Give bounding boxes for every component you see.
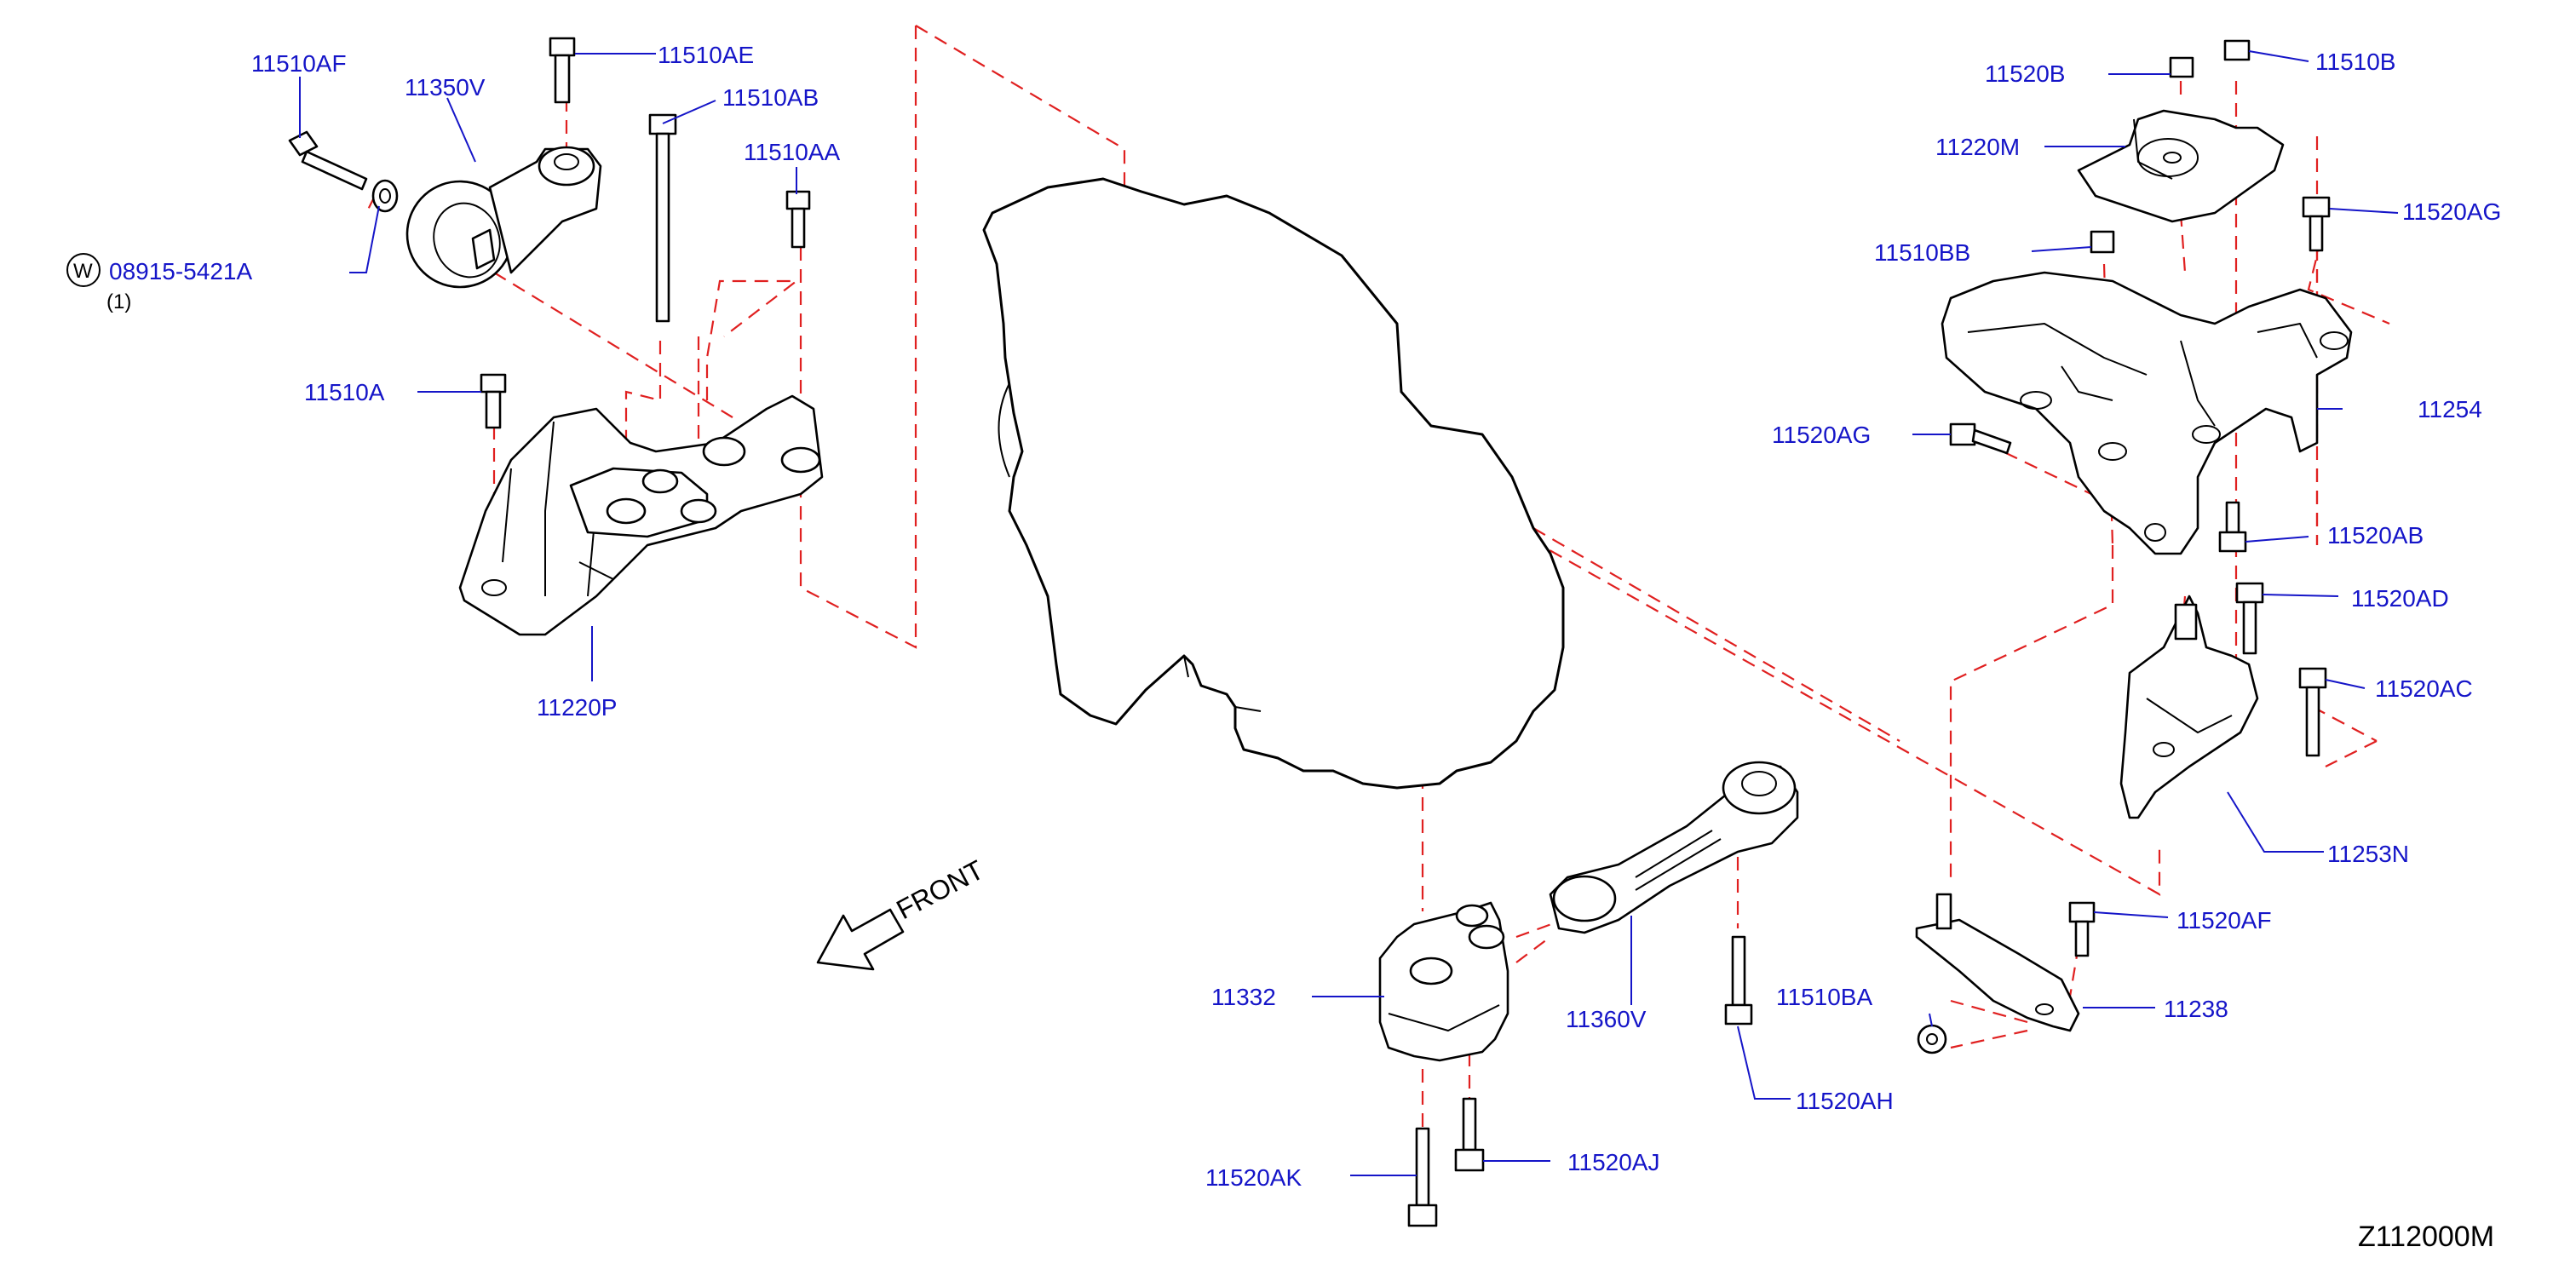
label-11332[interactable]: 11332 [1211,984,1276,1010]
part-11220m-insulator[interactable] [2077,109,2285,223]
bolt-11520ah[interactable] [1724,935,1753,1026]
bolt-11520af[interactable] [2068,901,2096,957]
label-11520ad[interactable]: 11520AD [2351,585,2449,612]
label-11520ah[interactable]: 11520AH [1796,1088,1894,1114]
label-11350v[interactable]: 11350V [405,74,486,101]
part-11350v-mount[interactable] [393,146,602,302]
label-11510b[interactable]: 11510B [2315,49,2395,75]
part-11360v-torque-rod[interactable] [1549,761,1799,934]
washer-08915[interactable] [371,179,399,213]
part-11238-bracket[interactable] [1915,893,2080,1032]
label-11520ac[interactable]: 11520AC [2375,675,2473,702]
engine-silhouette [982,177,1565,790]
bolt-11510ab[interactable] [648,113,677,323]
nut-11510bb[interactable] [2090,230,2115,254]
washer-symbol-letter: W [73,260,93,283]
label-11510af[interactable]: 11510AF [251,50,347,77]
label-11360v[interactable]: 11360V [1566,1006,1647,1032]
front-label: FRONT [891,854,988,926]
label-11510aa[interactable]: 11510AA [744,139,840,165]
bolt-11510af[interactable] [288,130,368,191]
nut-11520b[interactable] [2169,56,2194,78]
nut-11510ba[interactable] [1917,1024,1947,1054]
bolt-11520ab[interactable] [2218,501,2247,553]
label-11520ag-top[interactable]: 11520AG [2402,198,2501,225]
label-11520b[interactable]: 11520B [1985,60,2065,87]
washer-symbol: W [66,253,101,287]
front-arrow: FRONT [816,854,989,971]
bolt-11520aj[interactable] [1454,1097,1485,1172]
bolt-11520ac[interactable] [2298,667,2327,757]
leader-lines [299,50,2399,1176]
bolt-11520ad[interactable] [2235,582,2264,655]
label-11520aj[interactable]: 11520AJ [1567,1149,1659,1175]
label-11510a[interactable]: 11510A [304,379,385,405]
label-11510ab[interactable]: 11510AB [722,84,819,111]
bolt-11520ag-left[interactable] [1949,422,2012,455]
part-labels: 11510AF 11350V 11510AE 11510AB 11510AA W… [66,42,2501,1253]
washer-qty: (1) [106,290,131,313]
bolt-11510a[interactable] [480,373,507,429]
label-11510ba[interactable]: 11510BA [1776,984,1872,1010]
label-08915-5421a[interactable]: 08915-5421A [109,258,252,284]
part-11332-bracket[interactable] [1378,901,1509,1062]
label-11238[interactable]: 11238 [2164,996,2228,1022]
label-11253n[interactable]: 11253N [2327,841,2409,867]
label-11254[interactable]: 11254 [2418,396,2482,422]
part-11254-bracket[interactable] [1941,271,2353,555]
label-11520ak[interactable]: 11520AK [1205,1164,1302,1191]
bolt-11520ak[interactable] [1407,1127,1438,1227]
bolt-11510ae[interactable] [549,37,576,104]
label-11220m[interactable]: 11220M [1935,134,2020,160]
label-11520ab[interactable]: 11520AB [2327,522,2424,549]
part-11220p-bracket[interactable] [458,394,824,636]
label-11220p[interactable]: 11220P [537,694,617,721]
label-11520af[interactable]: 11520AF [2176,907,2272,934]
label-11520ag-left[interactable]: 11520AG [1772,422,1871,448]
label-11510bb[interactable]: 11510BB [1874,239,1970,266]
label-11510ae[interactable]: 11510AE [658,42,754,68]
part-11253n-bracket[interactable] [2119,595,2259,819]
bolt-11510aa[interactable] [785,190,811,249]
bolt-11510b[interactable] [2223,39,2251,61]
diagram-code: Z112000M [2358,1221,2494,1253]
bolt-11520ag-top[interactable] [2302,196,2331,252]
